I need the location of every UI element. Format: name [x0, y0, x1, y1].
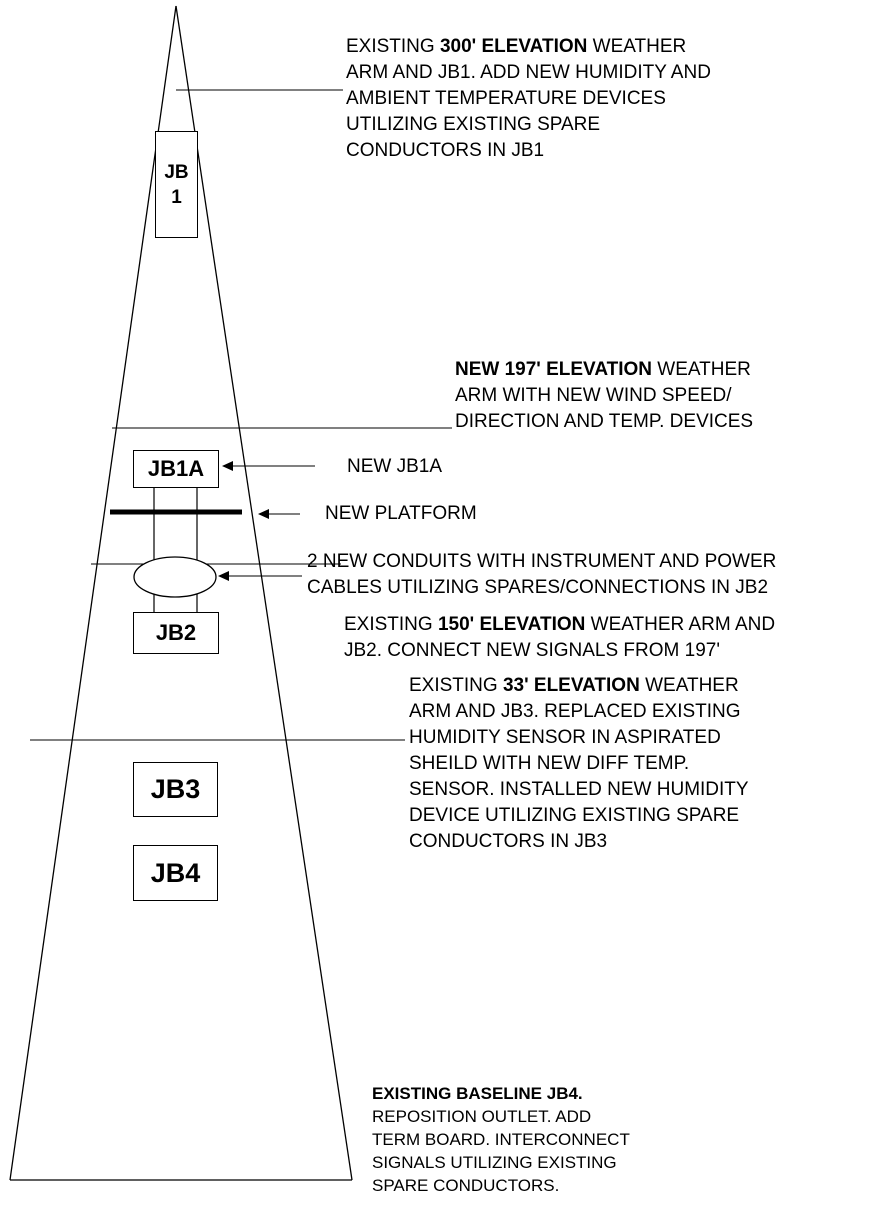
conduits-ellipse [133, 556, 217, 598]
jb3-box: JB3 [133, 762, 218, 817]
note-elev33-line1: EXISTING 33' ELEVATION WEATHER [409, 675, 739, 696]
note-conduits-line1: 2 NEW CONDUITS WITH INSTRUMENT AND POWER [307, 551, 777, 572]
note-new-platform: NEW PLATFORM [325, 503, 477, 524]
note-elev300-line3: AMBIENT TEMPERATURE DEVICES [346, 88, 666, 109]
tower-right-edge [175, 5, 353, 1181]
note-baseline: EXISTING BASELINE JB4. REPOSITION OUTLET… [372, 1082, 630, 1197]
jb1a-box: JB1A [133, 450, 219, 488]
note-baseline-line3: TERM BOARD. INTERCONNECT [372, 1130, 630, 1149]
note-elev33-line7: CONDUCTORS IN JB3 [409, 831, 608, 852]
note-baseline-line4: SIGNALS UTILIZING EXISTING [372, 1153, 617, 1172]
note-elev150-line2: JB2. CONNECT NEW SIGNALS FROM 197' [344, 640, 720, 661]
note-elev300-line1: EXISTING 300' ELEVATION WEATHER [346, 36, 687, 57]
note-elev300-line4: UTILIZING EXISTING SPARE [346, 114, 601, 135]
note-elev33-line3: HUMIDITY SENSOR IN ASPIRATED [409, 727, 721, 748]
note-elev33-line2: ARM AND JB3. REPLACED EXISTING [409, 701, 741, 722]
note-elev197-line3: DIRECTION AND TEMP. DEVICES [455, 411, 754, 432]
jb1-box: JB 1 [155, 131, 198, 238]
note-elev197: NEW 197' ELEVATION WEATHER ARM WITH NEW … [455, 357, 753, 435]
tower-left-edge [9, 5, 177, 1181]
note-elev33-line4: SHEILD WITH NEW DIFF TEMP. [409, 753, 690, 774]
jb1-label-line1: JB [164, 161, 189, 183]
note-baseline-line1: EXISTING BASELINE JB4. [372, 1084, 583, 1103]
jb3-label: JB3 [150, 774, 201, 804]
note-elev33-line5: SENSOR. INSTALLED NEW HUMIDITY [409, 779, 749, 800]
note-elev150-line1: EXISTING 150' ELEVATION WEATHER ARM AND [344, 614, 776, 635]
arrow-new-platform [258, 509, 300, 519]
jb4-label: JB4 [150, 857, 201, 888]
note-elev300-line5: CONDUCTORS IN JB1 [346, 140, 545, 161]
note-conduits: 2 NEW CONDUITS WITH INSTRUMENT AND POWER… [307, 549, 776, 601]
note-elev197-line2: ARM WITH NEW WIND SPEED/ [455, 385, 732, 406]
note-baseline-line2: REPOSITION OUTLET. ADD [372, 1107, 592, 1126]
jb2-label: JB2 [155, 620, 197, 645]
jb1-label-line2: 1 [171, 186, 182, 208]
jb1a-label: JB1A [147, 456, 205, 481]
jb2-box: JB2 [133, 612, 219, 654]
note-baseline-line5: SPARE CONDUCTORS. [372, 1176, 560, 1195]
note-conduits-line2: CABLES UTILIZING SPARES/CONNECTIONS IN J… [307, 577, 769, 598]
note-new-jb1a: NEW JB1A [347, 456, 443, 477]
arrow-new-jb1a [222, 461, 315, 471]
note-elev300-line2: ARM AND JB1. ADD NEW HUMIDITY AND [346, 62, 711, 83]
jb4-box: JB4 [133, 845, 218, 901]
note-elev150: EXISTING 150' ELEVATION WEATHER ARM AND … [344, 612, 775, 664]
arrow-conduits [218, 571, 302, 581]
note-elev197-line1: NEW 197' ELEVATION WEATHER [455, 359, 751, 380]
note-elev33: EXISTING 33' ELEVATION WEATHER ARM AND J… [409, 673, 749, 855]
note-elev300: EXISTING 300' ELEVATION WEATHER ARM AND … [346, 34, 711, 164]
note-elev33-line6: DEVICE UTILIZING EXISTING SPARE [409, 805, 740, 826]
